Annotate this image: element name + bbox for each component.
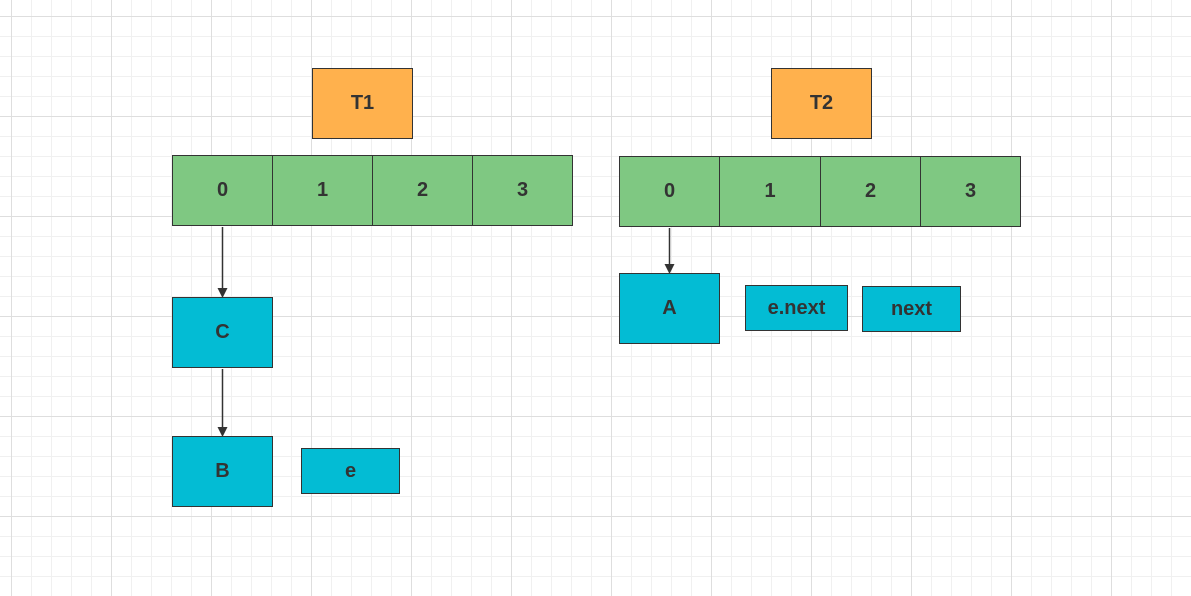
pointer-next-label: next bbox=[890, 297, 933, 320]
t1-bucket-2: 2 bbox=[373, 155, 473, 226]
node-a-label: A bbox=[662, 297, 677, 319]
t2-bucket-2-label: 2 bbox=[864, 180, 877, 202]
t2-bucket-0-label: 0 bbox=[663, 180, 676, 202]
pointer-e-next-label: e.next bbox=[767, 296, 826, 319]
node-c: C bbox=[172, 297, 273, 368]
node-c-label: C bbox=[215, 321, 230, 343]
thread-t2-label: T2 bbox=[809, 92, 834, 114]
t2-bucket-3: 3 bbox=[921, 156, 1021, 227]
pointer-next: next bbox=[862, 286, 961, 332]
t2-bucket-1-label: 1 bbox=[764, 180, 776, 202]
t1-bucket-0-label: 0 bbox=[216, 179, 229, 201]
node-a: A bbox=[619, 273, 720, 344]
t1-bucket-3: 3 bbox=[473, 155, 573, 226]
thread-t1-box: T1 bbox=[312, 68, 413, 139]
t1-bucket-1: 1 bbox=[273, 155, 373, 226]
node-b-label: B bbox=[215, 460, 230, 482]
pointer-e-label: e bbox=[344, 459, 357, 482]
t1-bucket-3-label: 3 bbox=[516, 179, 529, 201]
pointer-e: e bbox=[301, 448, 400, 494]
t1-bucket-2-label: 2 bbox=[416, 179, 429, 201]
t2-bucket-2: 2 bbox=[821, 156, 921, 227]
t2-bucket-0: 0 bbox=[619, 156, 720, 227]
t2-bucket-3-label: 3 bbox=[964, 180, 977, 202]
thread-t2-box: T2 bbox=[771, 68, 872, 139]
t2-bucket-1: 1 bbox=[720, 156, 821, 227]
pointer-e-next: e.next bbox=[745, 285, 848, 331]
node-b: B bbox=[172, 436, 273, 507]
thread-t1-label: T1 bbox=[350, 92, 375, 114]
t1-bucket-0: 0 bbox=[172, 155, 273, 226]
t1-bucket-1-label: 1 bbox=[316, 179, 329, 201]
